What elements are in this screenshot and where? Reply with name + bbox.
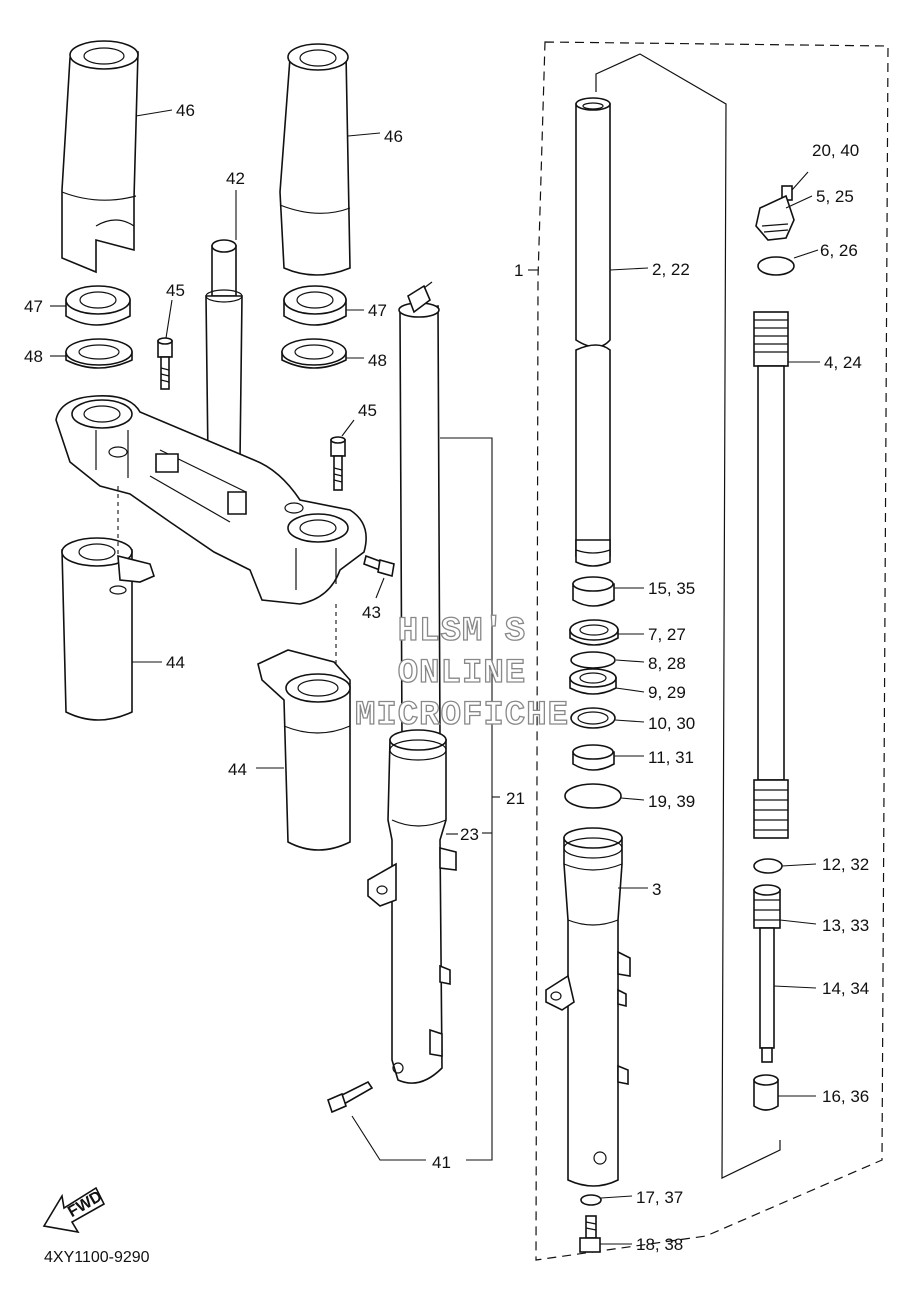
watermark-line-2: ONLINE bbox=[398, 655, 526, 693]
alignment-lines bbox=[117, 486, 337, 666]
callout-11-31: 11, 31 bbox=[648, 748, 694, 767]
damper-bolt-washer bbox=[580, 1194, 602, 1206]
callout-45-right: 45 bbox=[358, 401, 377, 420]
callout-2-22: 2, 22 bbox=[652, 260, 690, 279]
callout-20-40: 20, 40 bbox=[812, 141, 859, 160]
under-bracket bbox=[55, 395, 367, 605]
damper-bolt bbox=[579, 1215, 601, 1253]
cover-collar-left bbox=[65, 285, 131, 326]
slide-metal bbox=[572, 744, 615, 771]
callout-7-27: 7, 27 bbox=[648, 625, 686, 644]
damper-ring bbox=[753, 858, 783, 874]
callout-43: 43 bbox=[362, 603, 381, 622]
callout-46-left: 46 bbox=[176, 101, 195, 120]
axle-pinch-bolt bbox=[327, 1080, 374, 1114]
callout-47-right: 47 bbox=[368, 301, 387, 320]
diagram-code: 4XY1100-9290 bbox=[44, 1249, 150, 1266]
fork-cap-bolt bbox=[755, 185, 795, 241]
side-bolt bbox=[363, 554, 395, 578]
callout-41: 41 bbox=[432, 1153, 451, 1172]
outer-tube-o-ring bbox=[564, 783, 622, 809]
callout-44-left: 44 bbox=[166, 653, 185, 672]
fork-outer-tube bbox=[367, 729, 457, 1084]
cap-o-ring bbox=[757, 256, 795, 276]
outer-tube bbox=[545, 827, 631, 1187]
callout-13-33: 13, 33 bbox=[822, 916, 869, 935]
callout-42: 42 bbox=[226, 169, 245, 188]
callout-17-37: 17, 37 bbox=[636, 1188, 683, 1207]
lower-fork-cover-right bbox=[257, 649, 351, 851]
callout-4-24: 4, 24 bbox=[824, 353, 862, 372]
callout-44-right: 44 bbox=[228, 760, 247, 779]
fork-inner-tube bbox=[398, 281, 441, 741]
cover-collar-right bbox=[283, 285, 347, 326]
callout-3: 3 bbox=[652, 880, 661, 899]
watermark: HLSM'S ONLINE MICROFICHE bbox=[354, 612, 569, 735]
upper-fork-cover-left bbox=[61, 40, 139, 274]
callout-19-39: 19, 39 bbox=[648, 792, 695, 811]
callout-47-left: 47 bbox=[24, 297, 43, 316]
watermark-line-1: HLSM'S bbox=[398, 613, 526, 651]
inner-tube bbox=[575, 53, 781, 1179]
callout-15-35: 15, 35 bbox=[648, 579, 695, 598]
cover-ring-right bbox=[281, 338, 347, 369]
assembly-bracket-lines bbox=[351, 437, 500, 1161]
callout-16-36: 16, 36 bbox=[822, 1087, 869, 1106]
upper-fork-cover-right bbox=[279, 43, 351, 276]
lower-fork-cover-left bbox=[61, 537, 155, 721]
fwd-label: FWD bbox=[65, 1188, 105, 1221]
leader-lines-right bbox=[600, 171, 820, 1245]
oil-seal bbox=[569, 668, 617, 695]
seal-clip bbox=[570, 651, 616, 669]
callout-1: 1 bbox=[514, 261, 523, 280]
callout-48-right: 48 bbox=[368, 351, 387, 370]
callout-5-25: 5, 25 bbox=[816, 187, 854, 206]
callout-46-right: 46 bbox=[384, 127, 403, 146]
pinch-bolt-right bbox=[330, 436, 346, 491]
slide-bushing bbox=[572, 576, 615, 607]
cover-ring-left bbox=[65, 338, 133, 369]
watermark-line-3: MICROFICHE bbox=[355, 697, 569, 735]
callout-21: 21 bbox=[506, 789, 525, 808]
damper-rod bbox=[753, 884, 781, 1063]
leader-lines-left bbox=[50, 109, 458, 835]
callout-45-left: 45 bbox=[166, 281, 185, 300]
callout-10-30: 10, 30 bbox=[648, 714, 695, 733]
callout-12-32: 12, 32 bbox=[822, 855, 869, 874]
pinch-bolt-left bbox=[157, 337, 173, 390]
fork-spring bbox=[753, 311, 789, 839]
callout-9-29: 9, 29 bbox=[648, 683, 686, 702]
callout-48-left: 48 bbox=[24, 347, 43, 366]
callout-18-38: 18, 38 bbox=[636, 1235, 683, 1254]
oil-lock-piece bbox=[753, 1074, 779, 1111]
washer bbox=[570, 707, 616, 729]
forward-arrow-icon: FWD bbox=[42, 1186, 105, 1234]
callout-8-28: 8, 28 bbox=[648, 654, 686, 673]
callout-14-34: 14, 34 bbox=[822, 979, 869, 998]
callout-23: 23 bbox=[460, 825, 479, 844]
callout-6-26: 6, 26 bbox=[820, 241, 858, 260]
dust-seal bbox=[569, 619, 619, 646]
